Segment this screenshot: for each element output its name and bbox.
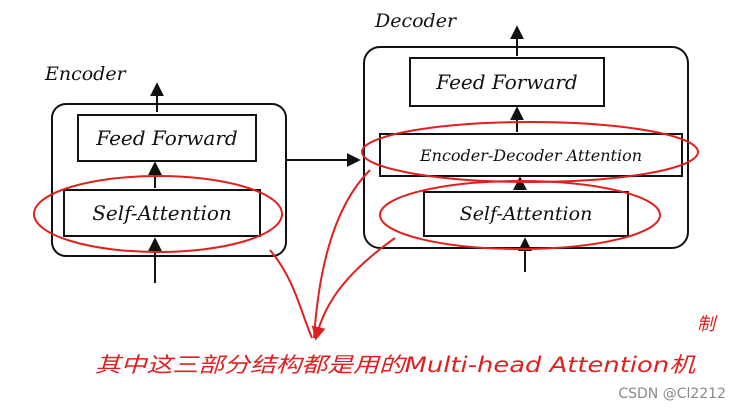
decoder-encoder-decoder-attention-box (379, 133, 683, 177)
annotation-note: 其中这三部分结构都是用的Multi-head Attention机 (95, 353, 696, 377)
encoder-frame (51, 103, 287, 257)
highlight-encoder-self-attention (33, 175, 283, 253)
pointer-line-enc-dec (313, 169, 371, 339)
decoder-self-attention-box (423, 191, 629, 237)
encoder-feed-forward-label: Feed Forward (95, 126, 237, 150)
annotation-note-tail: 制 (697, 314, 718, 335)
highlight-decoder-self-attention (379, 180, 661, 250)
watermark: CSDN @Cl2212 (618, 386, 726, 402)
pointer-line-encoder (269, 249, 313, 339)
encoder-self-attention-label: Self-Attention (92, 201, 232, 225)
decoder-title: Decoder (374, 10, 458, 32)
encoder-feed-forward-box (77, 114, 257, 162)
decoder-self-attention-label: Self-Attention (460, 203, 593, 225)
encoder-self-attention-box (63, 189, 261, 237)
decoder-feed-forward-label: Feed Forward (435, 70, 577, 94)
decoder-encoder-decoder-attention-label: Encoder-Decoder Attention (419, 146, 642, 165)
encoder-title: Encoder (44, 63, 128, 85)
pointer-line-decoder (311, 237, 396, 341)
decoder-feed-forward-box (409, 57, 605, 107)
